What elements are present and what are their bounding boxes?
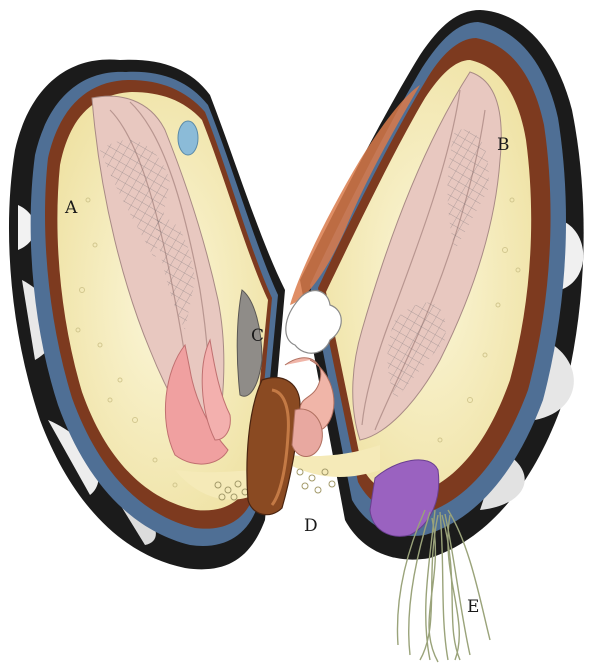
right-valve [290,10,584,560]
label-a: A [65,200,77,217]
label-e: E [467,599,479,616]
label-c: C [251,328,264,345]
label-b: B [497,137,510,154]
label-d: D [304,518,318,535]
